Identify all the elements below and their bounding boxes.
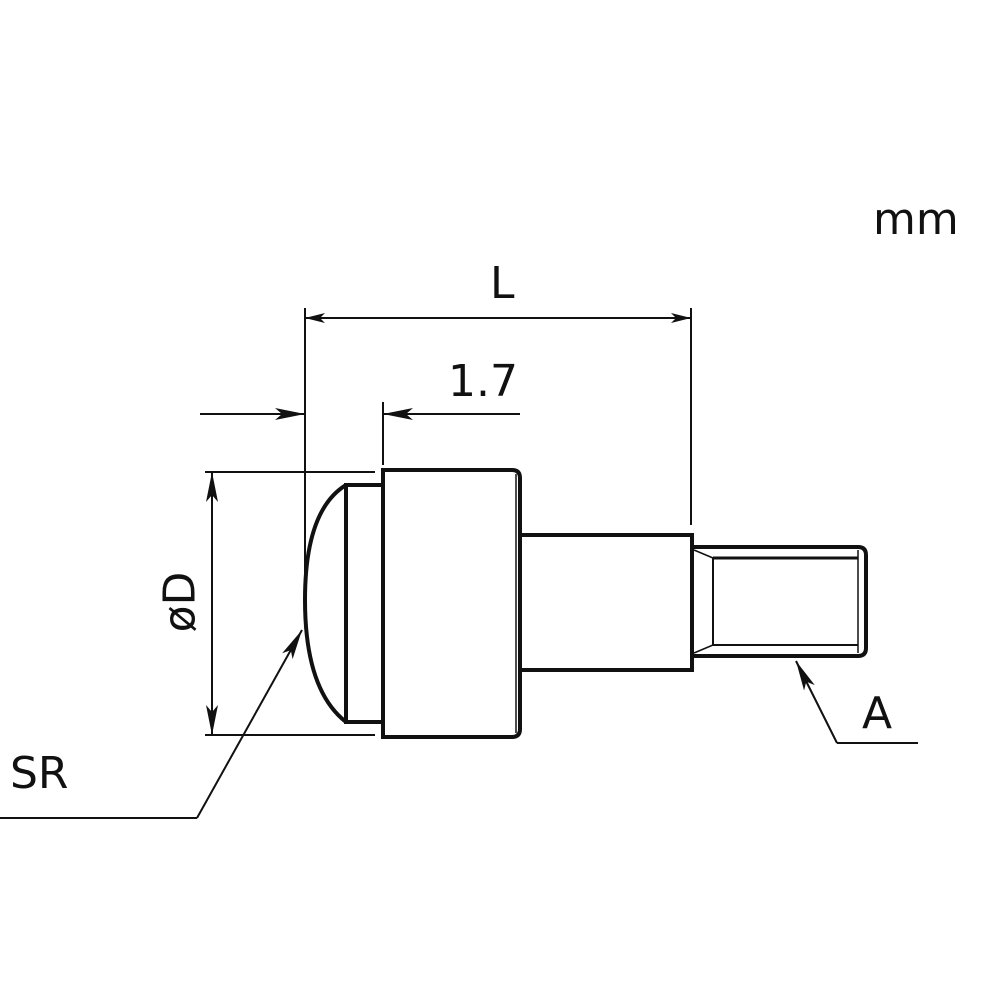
length-dimension: [304, 308, 692, 615]
probe-body: [302, 468, 694, 739]
thread-leader: [795, 660, 918, 744]
thread-label: A: [862, 688, 893, 739]
unit-label: mm: [873, 194, 959, 245]
offset-label: 1.7: [448, 356, 518, 407]
sphere-radius-label: SR: [10, 748, 69, 799]
sphere-radius-leader: [0, 629, 303, 819]
offset-dimension: [200, 402, 520, 465]
diameter-dimension: [205, 471, 375, 736]
thread-section: [692, 545, 868, 658]
diameter-label: øD: [154, 571, 206, 633]
length-label: L: [490, 258, 515, 309]
